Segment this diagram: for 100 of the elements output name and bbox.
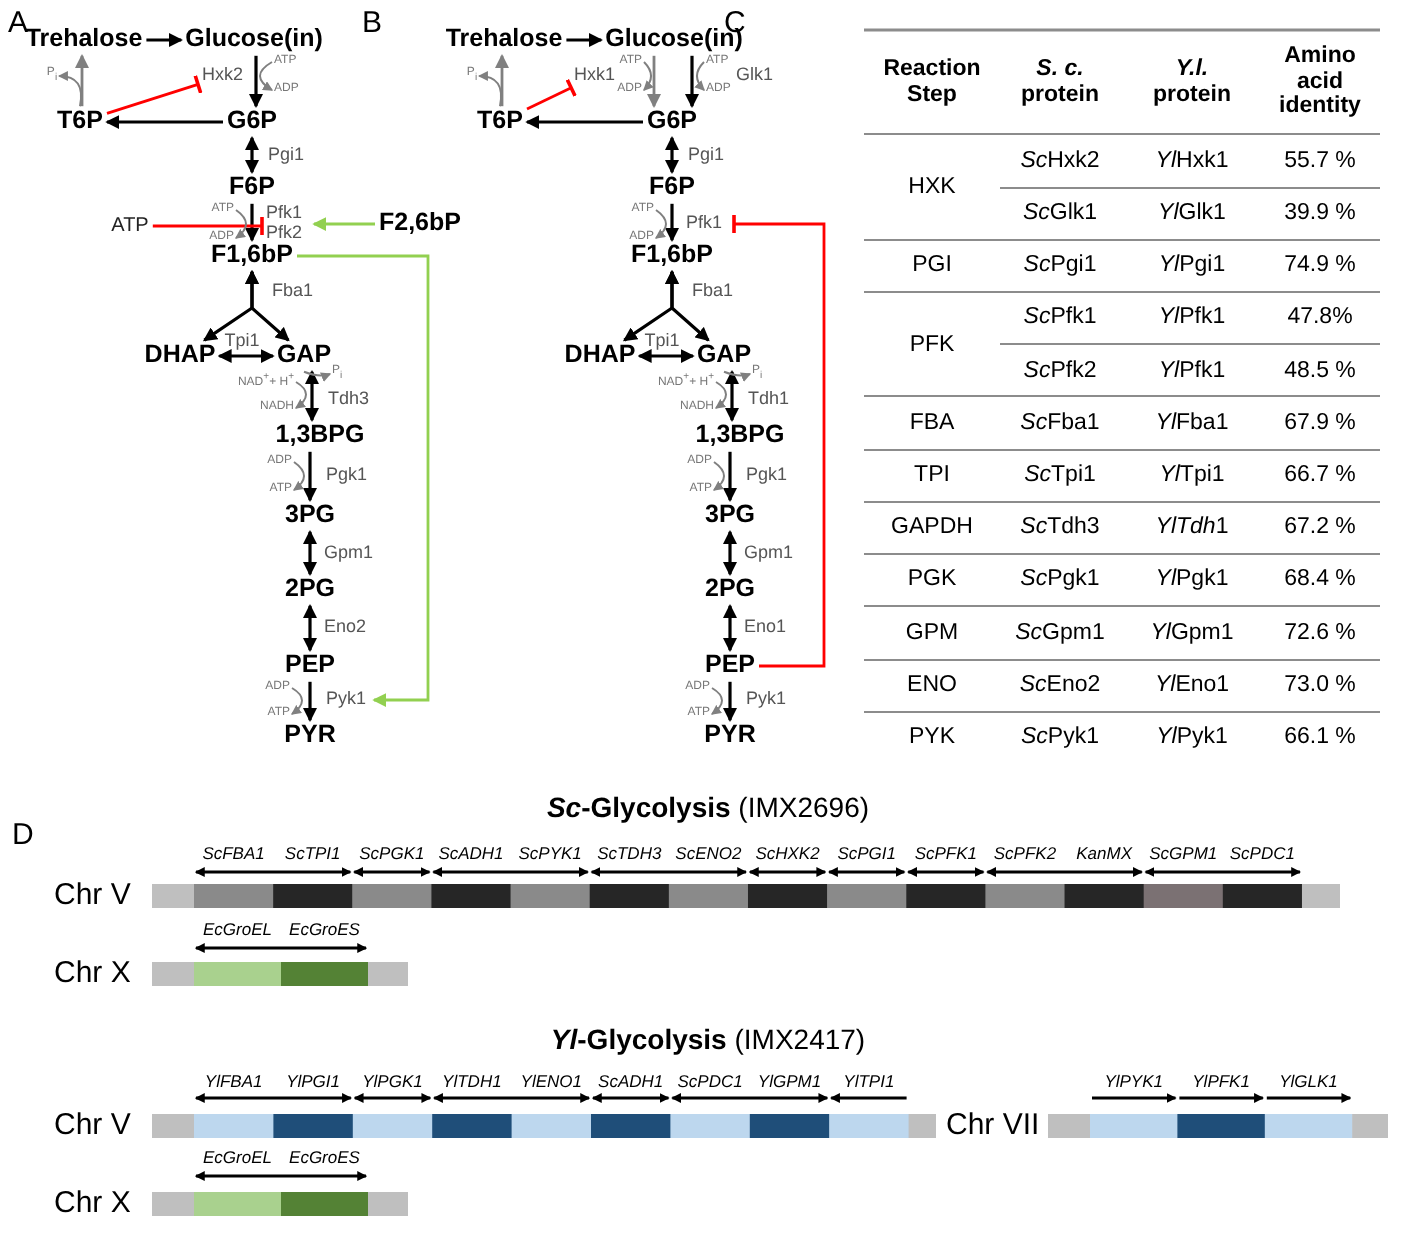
- metabolite-label: PEP: [285, 652, 335, 680]
- panel-letter: B: [362, 7, 383, 41]
- metabolite-label: PEP: [705, 652, 755, 680]
- gene-name: KanMX: [1076, 844, 1132, 864]
- enzyme-label: Tdh1: [748, 390, 790, 410]
- gene-name: ScPGI1: [837, 844, 896, 864]
- chromosome-label: Chr VII: [946, 1109, 1040, 1143]
- protein-name: YlPfk1: [1158, 305, 1226, 331]
- gene-name: YlPYK1: [1104, 1072, 1163, 1092]
- identity-value: 72.6 %: [1284, 621, 1356, 647]
- metabolite-label: Trehalose: [25, 26, 143, 54]
- chromosome-label: Chr X: [54, 957, 131, 991]
- double-arrow: [725, 370, 739, 422]
- gene-name: YlENO1: [520, 1072, 582, 1092]
- double-arrow: [723, 530, 737, 576]
- column-header: Y.l. protein: [1151, 56, 1233, 108]
- gene-name: ScPFK1: [914, 844, 977, 864]
- gene-name: ScPDC1: [677, 1072, 743, 1092]
- identity-value: 67.9 %: [1284, 411, 1356, 437]
- enzyme-label: Fba1: [692, 282, 734, 302]
- gene-name: ScPYK1: [518, 844, 582, 864]
- protein-name: YlPfk1: [1158, 359, 1226, 385]
- metabolite-label: F6P: [229, 174, 275, 202]
- double-arrow: [217, 349, 275, 363]
- column-header: S. c. protein: [1019, 56, 1101, 108]
- enzyme-label: Gpm1: [744, 544, 794, 564]
- reaction-step: PGI: [912, 253, 952, 279]
- reaction-step: PFK: [909, 332, 955, 358]
- cofactor-arrow: [293, 461, 305, 491]
- enzyme-label: Pgi1: [268, 146, 305, 166]
- metabolite-label: 2PG: [705, 576, 755, 604]
- protein-name: ScPfk1: [1023, 305, 1097, 331]
- gene-name: YlTDH1: [442, 1072, 502, 1092]
- section-title: Yl-Glycolysis (IMX2417): [550, 1024, 866, 1056]
- gene-name: ScGPM1: [1149, 844, 1218, 864]
- protein-name: ScPgi1: [1023, 253, 1097, 279]
- metabolite-label: 3PG: [285, 502, 335, 530]
- metabolite-label: F1,6bP: [211, 242, 293, 270]
- arrow: [685, 55, 699, 108]
- gene-name: ScADH1: [438, 844, 504, 864]
- enzyme-label: Gpm1: [324, 544, 374, 564]
- gene-name: YlPGI1: [286, 1072, 341, 1092]
- cofactor-arrow: [723, 370, 752, 382]
- reaction-step: GPM: [905, 621, 959, 647]
- gene-name: YlFBA1: [204, 1072, 263, 1092]
- enzyme-label: Glk1: [736, 66, 774, 86]
- protein-name: ScPyk1: [1021, 725, 1099, 751]
- identity-value: 67.2 %: [1284, 515, 1356, 541]
- metabolite-label: PYR: [704, 722, 756, 750]
- cofactor-arrow: [259, 61, 274, 91]
- gene-name: EcGroES: [289, 920, 360, 940]
- column-header: Reaction Step: [881, 56, 983, 108]
- gene-name: YlPFK1: [1192, 1072, 1250, 1092]
- gene-name: EcGroEL: [203, 1148, 272, 1168]
- arrow: [723, 451, 737, 502]
- protein-name: YlHxk1: [1155, 149, 1229, 175]
- identity-value: 73.0 %: [1284, 673, 1356, 699]
- enzyme-label: Eno2: [324, 618, 367, 638]
- gene-name: YlGPM1: [757, 1072, 822, 1092]
- cofactor-arrow: [715, 381, 727, 409]
- gene-name: ScPDC1: [1229, 844, 1295, 864]
- arrow: [146, 33, 183, 47]
- arrow: [297, 254, 430, 707]
- protein-name: ScEno2: [1019, 673, 1101, 699]
- metabolite-label: Trehalose: [445, 26, 563, 54]
- protein-name: ScFba1: [1020, 411, 1100, 437]
- arrow: [105, 115, 223, 129]
- protein-name: YlTdh1: [1155, 515, 1229, 541]
- gene-name: YlPGK1: [362, 1072, 423, 1092]
- enzyme-label: Tdh3: [328, 390, 370, 410]
- double-arrow: [723, 604, 737, 652]
- protein-name: YlFba1: [1155, 411, 1229, 437]
- identity-value: 66.7 %: [1284, 463, 1356, 489]
- arrow: [525, 115, 643, 129]
- enzyme-label: Pgk1: [746, 466, 788, 486]
- metabolite-label: DHAP: [144, 342, 216, 370]
- arrow: [303, 451, 317, 502]
- identity-value: 74.9 %: [1284, 253, 1356, 279]
- metabolite-label: GAP: [276, 342, 332, 370]
- cofactor-arrow: [713, 461, 725, 491]
- arrow: [249, 55, 263, 108]
- protein-name: YlPyk1: [1156, 725, 1228, 751]
- gene-name: YlTPI1: [843, 1072, 895, 1092]
- gene-name: YlGLK1: [1279, 1072, 1338, 1092]
- double-arrow: [245, 270, 290, 342]
- metabolite-label: 1,3BPG: [275, 422, 365, 450]
- reaction-step: ENO: [907, 673, 957, 699]
- panel-letter: A: [8, 7, 29, 40]
- protein-name: ScGlk1: [1022, 201, 1098, 227]
- identity-value: 68.4 %: [1284, 567, 1356, 593]
- cofactor-arrow: [655, 209, 667, 239]
- identity-value: 55.7 %: [1284, 149, 1356, 175]
- cofactor-arrow: [291, 687, 303, 715]
- metabolite-label: 2PG: [285, 576, 335, 604]
- metabolite-label: G6P: [227, 108, 277, 136]
- protein-name: ScPgk1: [1020, 567, 1100, 593]
- enzyme-label: Fba1: [272, 282, 314, 302]
- section-title: Sc-Glycolysis (IMX2696): [546, 792, 870, 824]
- enzyme-label: Tpi1: [224, 332, 260, 352]
- metabolite-label: 1,3BPG: [695, 422, 785, 450]
